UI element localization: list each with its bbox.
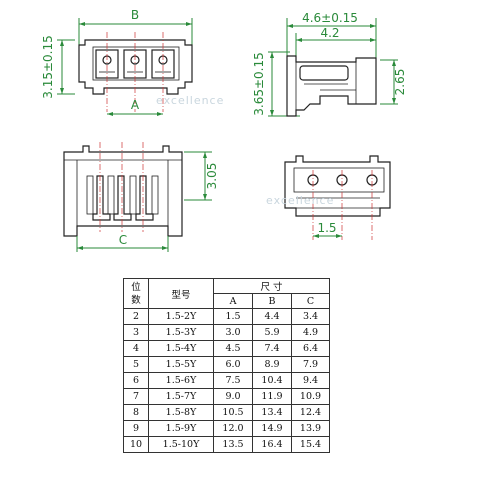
cell-a: 6.0 [213,356,253,373]
cell-c: 4.9 [291,324,330,341]
header-col-b: B [252,293,292,309]
cell-c: 3.4 [291,308,330,325]
dim-b-label: B [131,8,139,22]
cell-model: 1.5-10Y [148,436,214,453]
dim-c-label: C [119,233,127,247]
cell-model: 1.5-8Y [148,404,214,421]
dim-a-label: A [131,98,140,112]
cell-a: 1.5 [213,308,253,325]
cell-c: 9.4 [291,372,330,389]
watermark-bottom: excellence [266,194,334,207]
cell-b: 14.9 [252,420,292,437]
cell-pos: 9 [123,420,149,437]
dim-305-label: 3.05 [205,163,219,190]
cell-a: 12.0 [213,420,253,437]
cell-model: 1.5-6Y [148,372,214,389]
cell-pos: 3 [123,324,149,341]
header-positions-label: 位数 [131,281,141,306]
dim-46-label: 4.6±0.15 [302,11,358,25]
watermark-top: excellence [156,94,224,107]
side-view: 4.6±0.15 4.2 3.65±0.15 2.65 [252,11,407,117]
cell-a: 13.5 [213,436,253,453]
cell-model: 1.5-3Y [148,324,214,341]
dim-height-315-label: 3.15±0.15 [41,35,55,99]
cell-c: 6.4 [291,340,330,357]
front-view: B 3.15±0.15 A [41,8,193,116]
cell-model: 1.5-7Y [148,388,214,405]
dim-42-label: 4.2 [320,26,339,40]
header-col-a: A [213,293,253,309]
cell-model: 1.5-9Y [148,420,214,437]
cell-pos: 5 [123,356,149,373]
cell-c: 12.4 [291,404,330,421]
header-positions: 位数 [123,278,149,309]
cell-model: 1.5-4Y [148,340,214,357]
cell-b: 4.4 [252,308,292,325]
cell-pos: 2 [123,308,149,325]
header-model: 型号 [148,278,214,309]
cell-a: 9.0 [213,388,253,405]
cell-c: 15.4 [291,436,330,453]
cell-pos: 4 [123,340,149,357]
cell-b: 13.4 [252,404,292,421]
cell-model: 1.5-2Y [148,308,214,325]
cell-model: 1.5-5Y [148,356,214,373]
cell-pos: 10 [123,436,149,453]
cell-b: 5.9 [252,324,292,341]
rear-view: 1.5 [284,155,391,240]
cell-b: 10.4 [252,372,292,389]
cell-c: 10.9 [291,388,330,405]
cell-a: 7.5 [213,372,253,389]
cell-b: 8.9 [252,356,292,373]
dim-265-label: 2.65 [393,69,407,96]
cell-c: 7.9 [291,356,330,373]
cell-c: 13.9 [291,420,330,437]
header-col-c: C [291,293,330,309]
dim-15-label: 1.5 [317,221,336,235]
cell-b: 11.9 [252,388,292,405]
dim-365-label: 3.65±0.15 [252,52,266,116]
bottom-view: 3.05 C [63,142,219,252]
cell-b: 7.4 [252,340,292,357]
header-size: 尺 寸 [213,278,330,294]
cell-pos: 7 [123,388,149,405]
cell-a: 3.0 [213,324,253,341]
cell-a: 10.5 [213,404,253,421]
cell-pos: 6 [123,372,149,389]
cell-a: 4.5 [213,340,253,357]
connector-drawing: B 3.15±0.15 A [41,8,407,252]
cell-b: 16.4 [252,436,292,453]
table-header-row: 位数 型号 尺 寸 [123,278,330,309]
cell-pos: 8 [123,404,149,421]
